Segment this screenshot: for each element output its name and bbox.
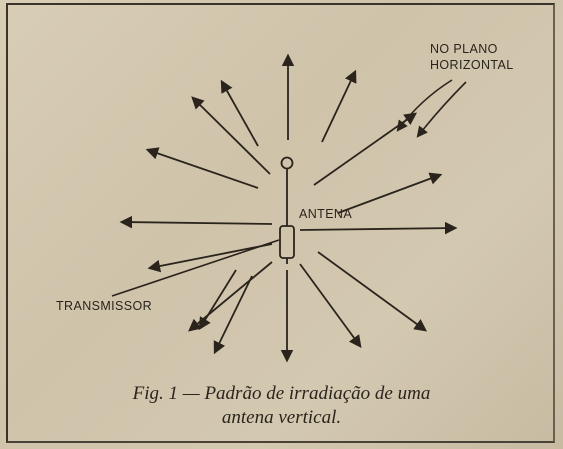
radiation-arrow [220, 79, 259, 147]
radiation-arrow [337, 172, 443, 214]
transmitter-box [279, 225, 295, 259]
radiation-arrow [313, 112, 418, 186]
radiation-arrow [147, 243, 273, 273]
plane-curved-arrow [396, 79, 453, 132]
label-plane-line1: NO PLANO [430, 42, 498, 56]
radiation-arrow [198, 269, 237, 331]
radiation-arrow [317, 251, 428, 332]
radiation-arrow [213, 275, 253, 355]
radiation-arrow [299, 263, 362, 349]
label-antenna: ANTENA [299, 207, 353, 221]
radiation-arrow [119, 215, 273, 229]
caption-line2: antena vertical. [221, 407, 342, 428]
label-plane-line2: HORIZONTAL [430, 58, 514, 72]
label-transmitter: TRANSMISSOR [56, 299, 153, 313]
transmitter-pointer [111, 239, 280, 297]
figure-border [6, 3, 555, 443]
radiation-arrow [321, 69, 357, 143]
plane-curved-arrow [416, 81, 467, 138]
caption-line1: Fig. 1 — Padrão de irradiação de uma [132, 383, 431, 404]
radiation-arrow [299, 221, 458, 235]
radiation-arrow [145, 147, 259, 189]
radiation-arrow [191, 96, 271, 175]
antenna-tip [280, 156, 294, 170]
